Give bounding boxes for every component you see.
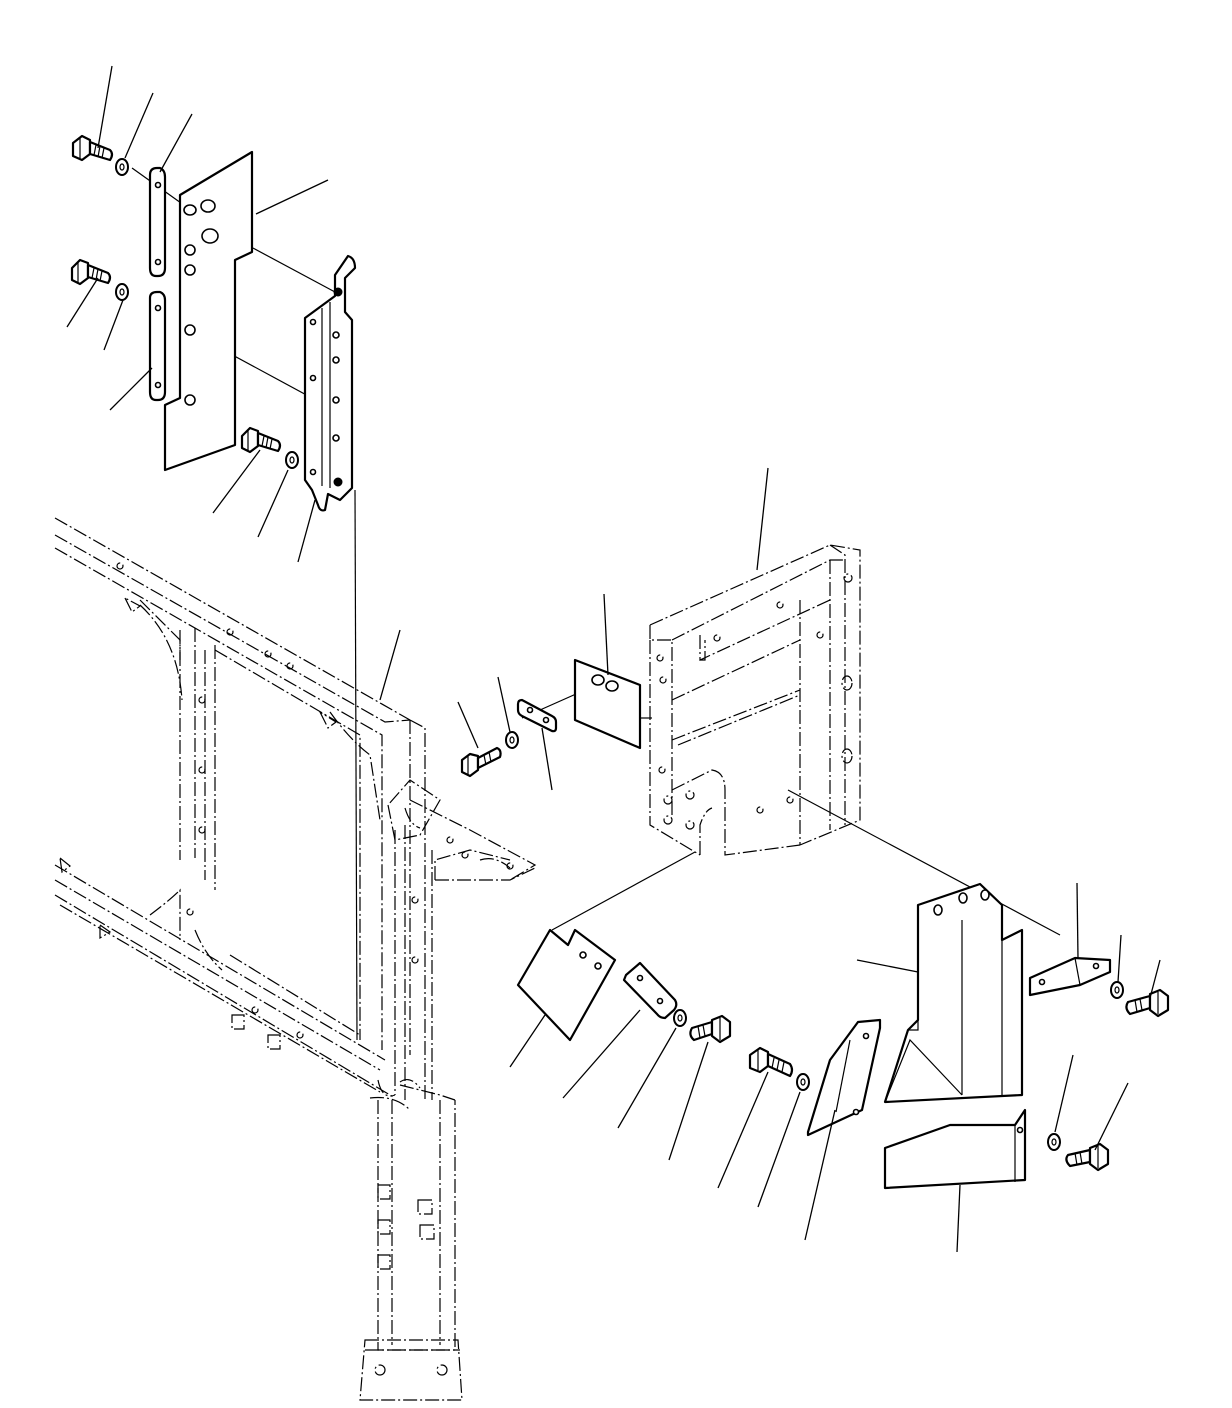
cover-lower-right: [883, 1108, 1027, 1190]
leader-22: [562, 1009, 641, 1099]
bolt-6: [748, 1046, 794, 1078]
washer-7: [1110, 981, 1124, 999]
washer-4: [505, 731, 519, 749]
frame-right: [649, 544, 861, 856]
washer-5: [673, 1009, 687, 1027]
cover-tall-right: [883, 882, 1024, 1104]
leader-15: [497, 676, 511, 733]
leader-13: [603, 593, 609, 676]
leader-3: [159, 113, 193, 173]
bolt-2: [70, 258, 112, 286]
frame-left: [54, 517, 537, 1401]
leader-23: [617, 1027, 677, 1129]
washer-2: [115, 283, 129, 301]
leader-27: [804, 1109, 836, 1241]
washer-8: [1047, 1133, 1061, 1151]
leader-30: [956, 1184, 961, 1253]
cover-lower-left: [516, 928, 617, 1042]
leader-10: [297, 499, 316, 563]
washer-6: [796, 1073, 810, 1091]
leader-17: [1076, 882, 1079, 959]
leader-7: [109, 367, 153, 411]
leader-21: [509, 1014, 546, 1068]
leader-19: [1149, 959, 1161, 999]
leader-18: [1117, 934, 1122, 983]
leader-25: [717, 1071, 769, 1189]
leader-11: [379, 629, 401, 701]
strap-right: [1028, 956, 1112, 997]
cover-plate-upper: [163, 150, 254, 472]
leader-lines: [66, 65, 1161, 1253]
assembly-guide-lines: [131, 167, 1061, 1041]
strap-small: [516, 698, 558, 733]
bolt-3: [240, 426, 282, 454]
bracket-angled-lower: [806, 1018, 882, 1137]
bracket-vertical-upper: [303, 254, 357, 512]
leader-20: [856, 959, 919, 973]
bolt-8: [1065, 1142, 1110, 1172]
leader-16: [541, 727, 553, 791]
leader-9: [257, 469, 289, 538]
leader-8: [212, 449, 261, 514]
washer-1: [115, 158, 129, 176]
leader-26: [757, 1091, 801, 1208]
leader-28: [1054, 1054, 1074, 1133]
bolt-4: [460, 746, 502, 778]
strap-upper-a: [148, 166, 167, 278]
leader-12: [756, 467, 769, 571]
leader-2: [124, 92, 154, 159]
bolt-5: [689, 1014, 732, 1044]
leader-24: [668, 1041, 709, 1161]
leader-6: [103, 299, 124, 351]
leader-14: [457, 701, 479, 749]
bolt-7: [1125, 988, 1170, 1018]
bolt-1: [71, 134, 114, 162]
strap-upper-b: [148, 290, 167, 402]
leader-1: [97, 65, 113, 149]
washer-3: [285, 451, 299, 469]
leader-4: [255, 179, 329, 215]
leader-5: [66, 277, 99, 328]
leader-29: [1094, 1082, 1129, 1151]
plate-small-square: [573, 658, 642, 750]
strap-lower-left: [622, 961, 678, 1020]
